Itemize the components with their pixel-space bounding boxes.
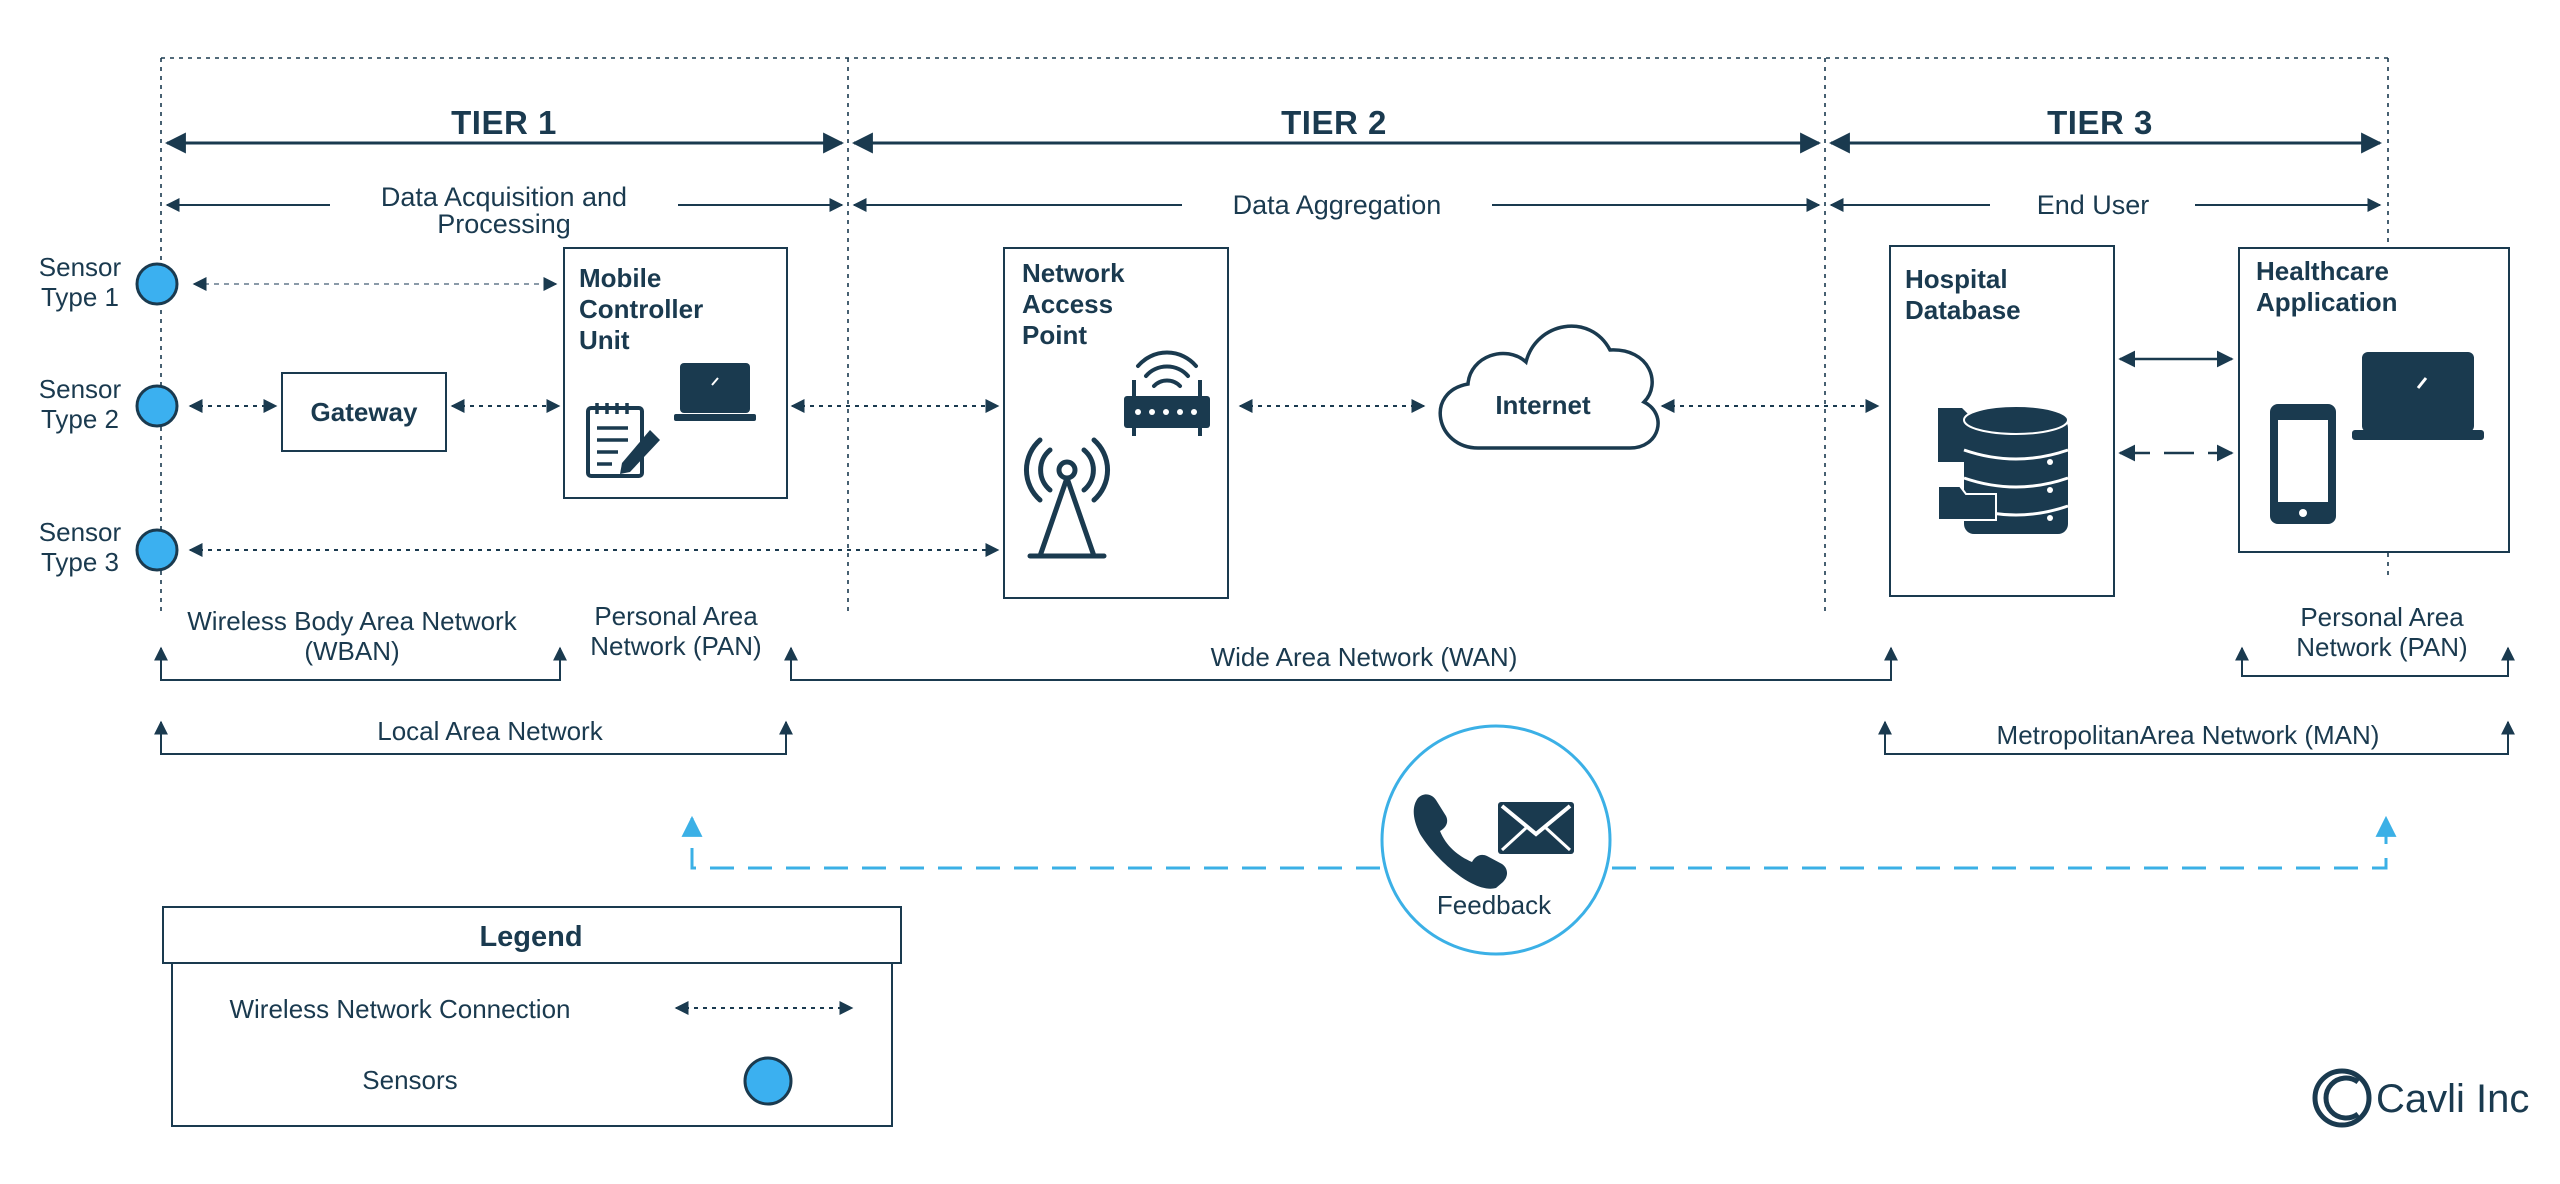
mcu-label-2: Controller [579, 294, 703, 324]
feedback-label: Feedback [1437, 890, 1552, 920]
lan-bracket [154, 720, 793, 755]
pan2-label-2: Network (PAN) [2296, 632, 2467, 662]
feedback-circle [1380, 724, 1612, 956]
legend-body [171, 961, 893, 1127]
nap-label-2: Access [1022, 289, 1113, 319]
gateway-box [281, 372, 447, 452]
envelope-icon [1498, 802, 1574, 854]
stage-acquisition-label-1: Data Acquisition and [381, 182, 627, 212]
feedback-line-left [681, 815, 1380, 870]
healthcare-label-1: Healthcare [2256, 256, 2389, 286]
legend: Legend Wireless Network Connection Senso… [162, 906, 902, 1127]
sensor-2-label-2: Type 2 [41, 404, 119, 434]
wan-bracket [784, 646, 1898, 681]
smartphone-icon [2270, 404, 2336, 524]
healthcare-application: Healthcare Application [2238, 247, 2510, 553]
laptop-icon [2352, 352, 2484, 440]
legend-sensors-label: Sensors [362, 1065, 457, 1095]
sensor-3-dot [135, 528, 179, 572]
wban-label-1: Wireless Body Area Network [187, 606, 517, 636]
sensor-2-label-1: Sensor [39, 374, 122, 404]
tier-2-title: TIER 2 [1281, 104, 1387, 141]
man-bracket [1878, 720, 2515, 755]
logo-text: Cavli Inc [2376, 1077, 2529, 1121]
tier-1-title: TIER 1 [451, 104, 557, 141]
sensor-type-2: Sensor Type 2 [39, 374, 179, 434]
hospital-label-1: Hospital [1905, 264, 2008, 294]
sensor-3-label-1: Sensor [39, 517, 122, 547]
man-label: MetropolitanArea Network (MAN) [1997, 720, 2380, 750]
healthcare-label-2: Application [2256, 287, 2398, 317]
wireless-connections [188, 277, 1880, 557]
sensor-2-dot [135, 384, 179, 428]
database-icon [1937, 405, 2069, 534]
hospital-database: Hospital Database [1889, 245, 2115, 597]
pan2-label-1: Personal Area [2300, 602, 2464, 632]
legend-sensor-symbol [743, 1056, 793, 1106]
nap-label-3: Point [1022, 320, 1087, 350]
gateway-label: Gateway [311, 397, 418, 427]
sensor-1-label-1: Sensor [39, 252, 122, 282]
copyright-icon [2312, 1068, 2372, 1128]
cloud-icon [1438, 324, 1660, 450]
sensor-type-3: Sensor Type 3 [39, 517, 179, 577]
mobile-controller-unit: Mobile Controller Unit [563, 247, 788, 499]
notepad-icon [586, 403, 660, 478]
feedback-loop: Feedback [681, 724, 2397, 956]
mcu-label-1: Mobile [579, 263, 661, 293]
tier-3-title: TIER 3 [2047, 104, 2153, 141]
laptop-icon [674, 363, 756, 421]
sensor-type-1: Sensor Type 1 [39, 252, 179, 312]
internet-node: Internet [1438, 324, 1660, 450]
wban-label-2: (WBAN) [304, 636, 399, 666]
wban-bracket [154, 646, 567, 681]
sensor-3-label-2: Type 3 [41, 547, 119, 577]
pan1-label-2: Network (PAN) [590, 631, 761, 661]
cell-tower-icon [1024, 437, 1110, 559]
sensor-1-label-2: Type 1 [41, 282, 119, 312]
stage-acquisition-label-2: Processing [437, 209, 571, 239]
sensor-1-dot [135, 262, 179, 306]
gateway-node: Gateway [281, 372, 447, 452]
legend-title: Legend [479, 921, 582, 953]
tier-headers: TIER 1 TIER 2 TIER 3 [164, 104, 2383, 154]
cavli-logo: Cavli Inc [2312, 1068, 2529, 1128]
nap-label-1: Network [1022, 258, 1125, 288]
internet-label: Internet [1495, 390, 1591, 420]
phone-icon [1413, 794, 1508, 889]
stage-end-user-label: End User [2037, 190, 2150, 220]
hospital-label-2: Database [1905, 295, 2021, 325]
legend-header [162, 906, 902, 964]
network-access-point: Network Access Point [1003, 247, 1229, 599]
mcu-label-3: Unit [579, 325, 630, 355]
network-brackets [154, 646, 2515, 755]
pan2-bracket [2235, 646, 2515, 677]
legend-wireless-label: Wireless Network Connection [229, 994, 570, 1024]
router-icon [1124, 350, 1210, 436]
pan1-label-1: Personal Area [594, 601, 758, 631]
feedback-line-right [1612, 815, 2397, 870]
lan-label: Local Area Network [377, 716, 603, 746]
stage-aggregation-label: Data Aggregation [1233, 190, 1442, 220]
wan-label: Wide Area Network (WAN) [1211, 642, 1518, 672]
